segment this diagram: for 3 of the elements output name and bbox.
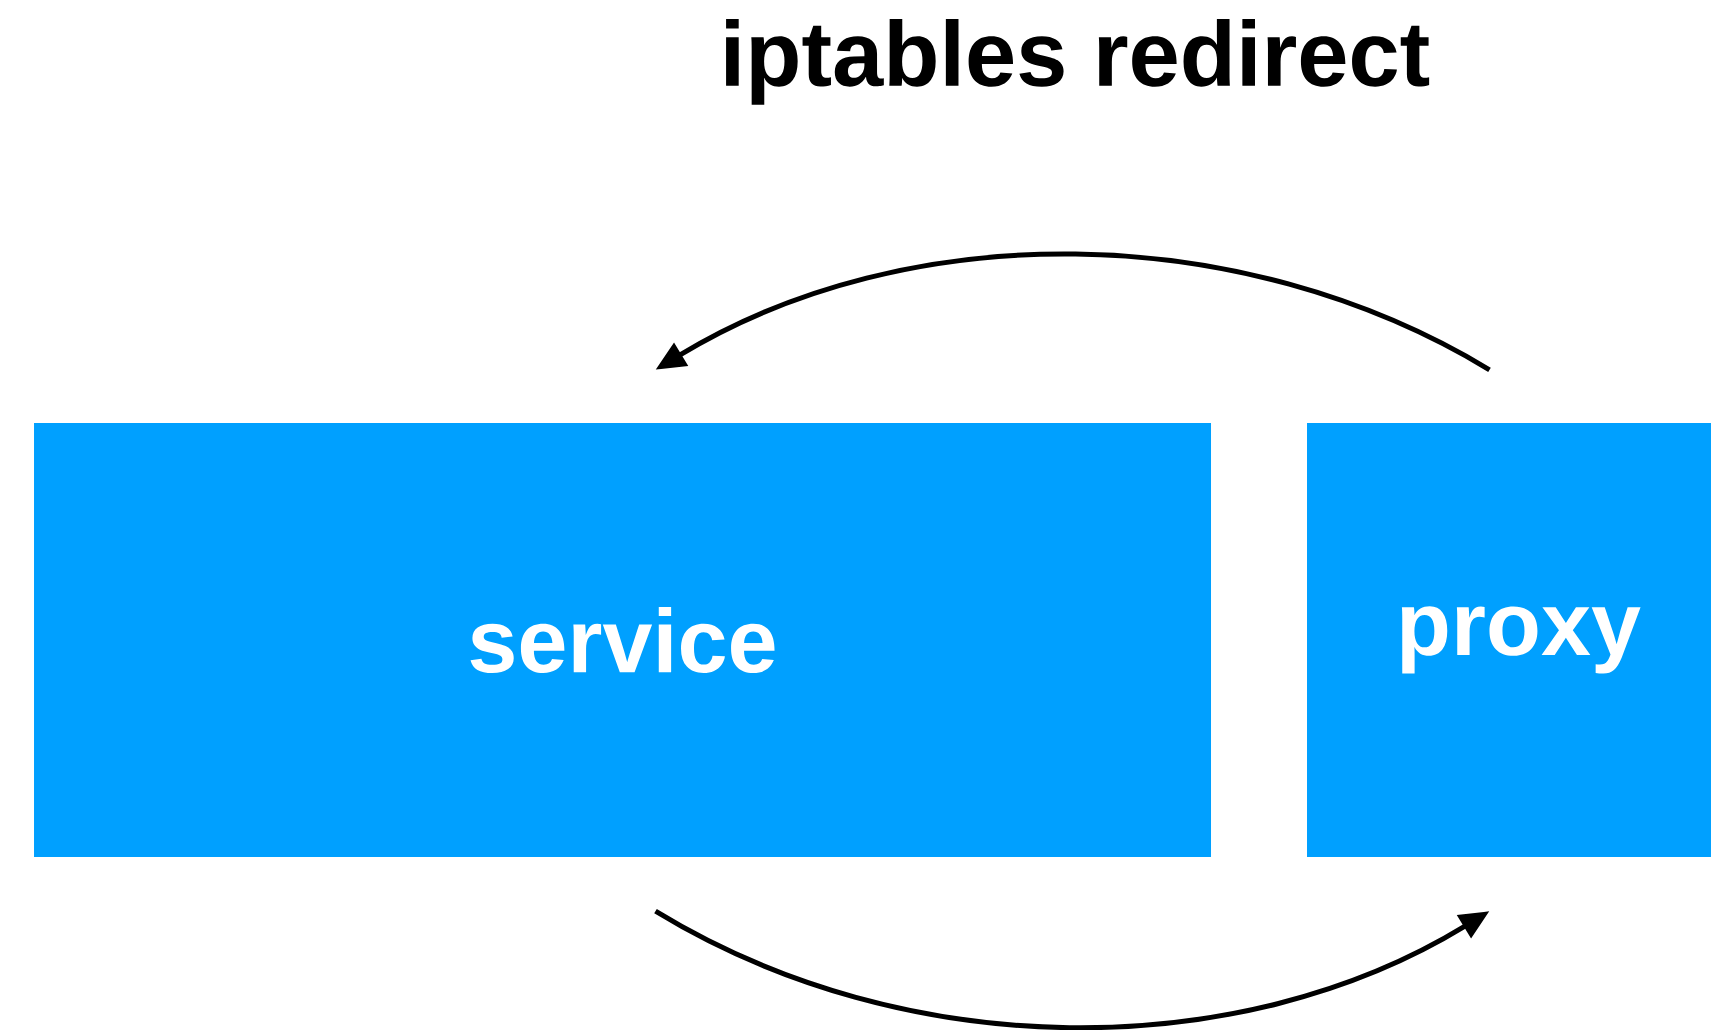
process-box: service: [34, 423, 1211, 857]
title: iptables redirect: [726, 19, 1430, 105]
process-box: proxy: [1307, 423, 1711, 857]
